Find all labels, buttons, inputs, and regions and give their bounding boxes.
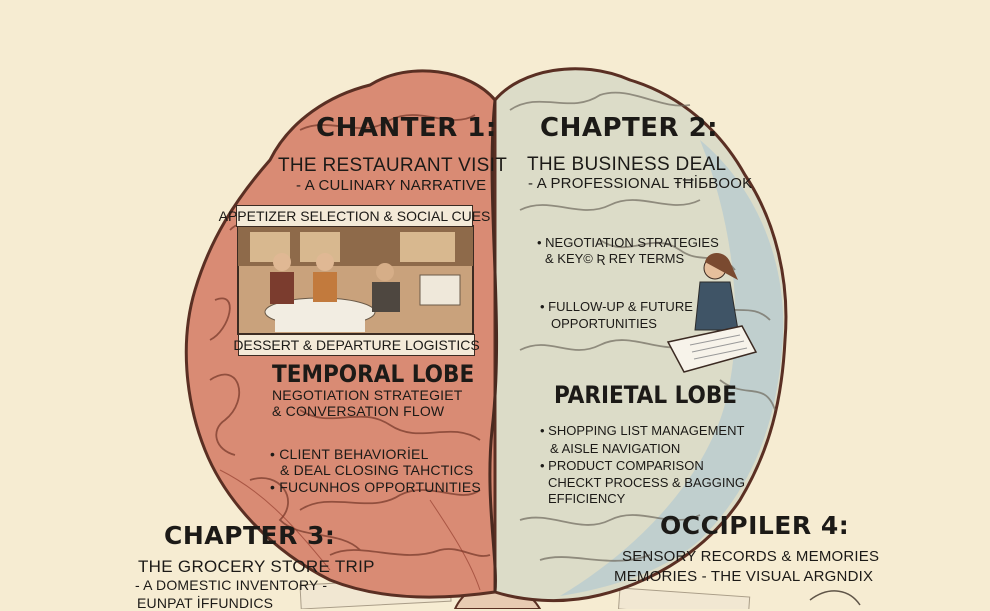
temporal-lobe-title: TEMPORAL LOBE [272,360,475,388]
right-hemisphere-shade [560,140,784,596]
left-bullet-1a: • CLIENT BEHAVIORİEL [270,446,429,462]
parietal-bullet-2b: CHECKT PROCESS & BAGGING [548,475,745,490]
left-bullet-2: • FUCUNHOS OPPORTUNITIES [270,479,481,495]
chapter1-subtitle: THE RESTAURANT VISIT [278,155,508,176]
chapter4-title: OCCIPILER 4: [660,511,850,540]
businesswoman-figure [666,253,758,373]
panel-bottom-label: DESSERT & DEPARTURE LOGISTICS [233,334,480,356]
temporal-lobe-line1: NEGOTIATION STRATEGIET [272,387,463,403]
chapter2-title: CHAPTER 2: [540,113,719,143]
right-gyri [509,91,776,562]
chapter1-title: CHANTER 1: [316,113,497,143]
veins [219,469,481,591]
left-gyri [209,114,491,557]
chapter3-subtitle: THE GROCERY STORE TRIP [138,557,375,576]
right-bullet-1a-text: NEGOTIATION STRATEGIES [545,235,719,250]
temporal-lobe-line2: & CONVERSATION FLOW [272,403,445,419]
right-bullet-2a-text: FULLOW-UP & FUTURE [548,299,693,314]
chapter3-tagline2: EUNPAT İFFUNDICS [137,595,274,611]
right-bullet-1b: & KEY© Ʀ REY TERMS [545,251,685,266]
parietal-bullet-1a-text: SHOPPING LIST MANAGEMENT [548,423,745,438]
chapter2-tagline: - A PROFESSIONAL ŦĦİƂBOOK [528,175,753,192]
chapter3-title: CHAPTER 3: [164,521,336,550]
parietal-bullet-2a-text: PRODUCT COMPARISON [548,458,704,473]
chapter4-line2: MEMORIES - THE VISUAL ARGNDIX [614,568,874,585]
chapter3-tagline: - A DOMESTIC INVENTORY - [135,577,328,593]
chapter4-line1: SENSORY RECORDS & MEMORIES [622,548,880,565]
restaurant-scene-image [237,225,474,335]
camera-doodle [809,590,861,606]
right-bullet-2b: OPPORTUNITIES [551,316,657,331]
left-bullet-1b: & DEAL CLOSING TAHCTICS [280,462,474,478]
longitudinal-fissure [488,99,499,593]
parietal-bullet-1a: • SHOPPING LIST MANAGEMENT [540,423,745,438]
left-bullet-2-text: FUCUNHOS OPPORTUNITIES [279,479,481,495]
chapter1-tagline: - A CULINARY NARRATIVE [296,177,487,194]
right-bullet-2a: • FULLOW-UP & FUTURE [540,299,693,314]
chapter2-subtitle: THE BUSINESS DEAL [527,154,727,175]
panel-top-label: APPETIZER SELECTION & SOCIAL CUES [219,205,490,227]
parietal-bullet-1b: & AISLE NAVIGATION [550,441,681,456]
parietal-bullet-2a: • PRODUCT COMPARISON [540,458,704,473]
right-bullet-1a: • NEGOTIATION STRATEGIES [537,235,719,250]
parietal-lobe-title: PARIETAL LOBE [554,381,738,409]
parietal-bullet-2c: EFFICIENCY [548,491,626,506]
left-bullet-1a-text: CLIENT BEHAVIORİEL [279,446,429,462]
